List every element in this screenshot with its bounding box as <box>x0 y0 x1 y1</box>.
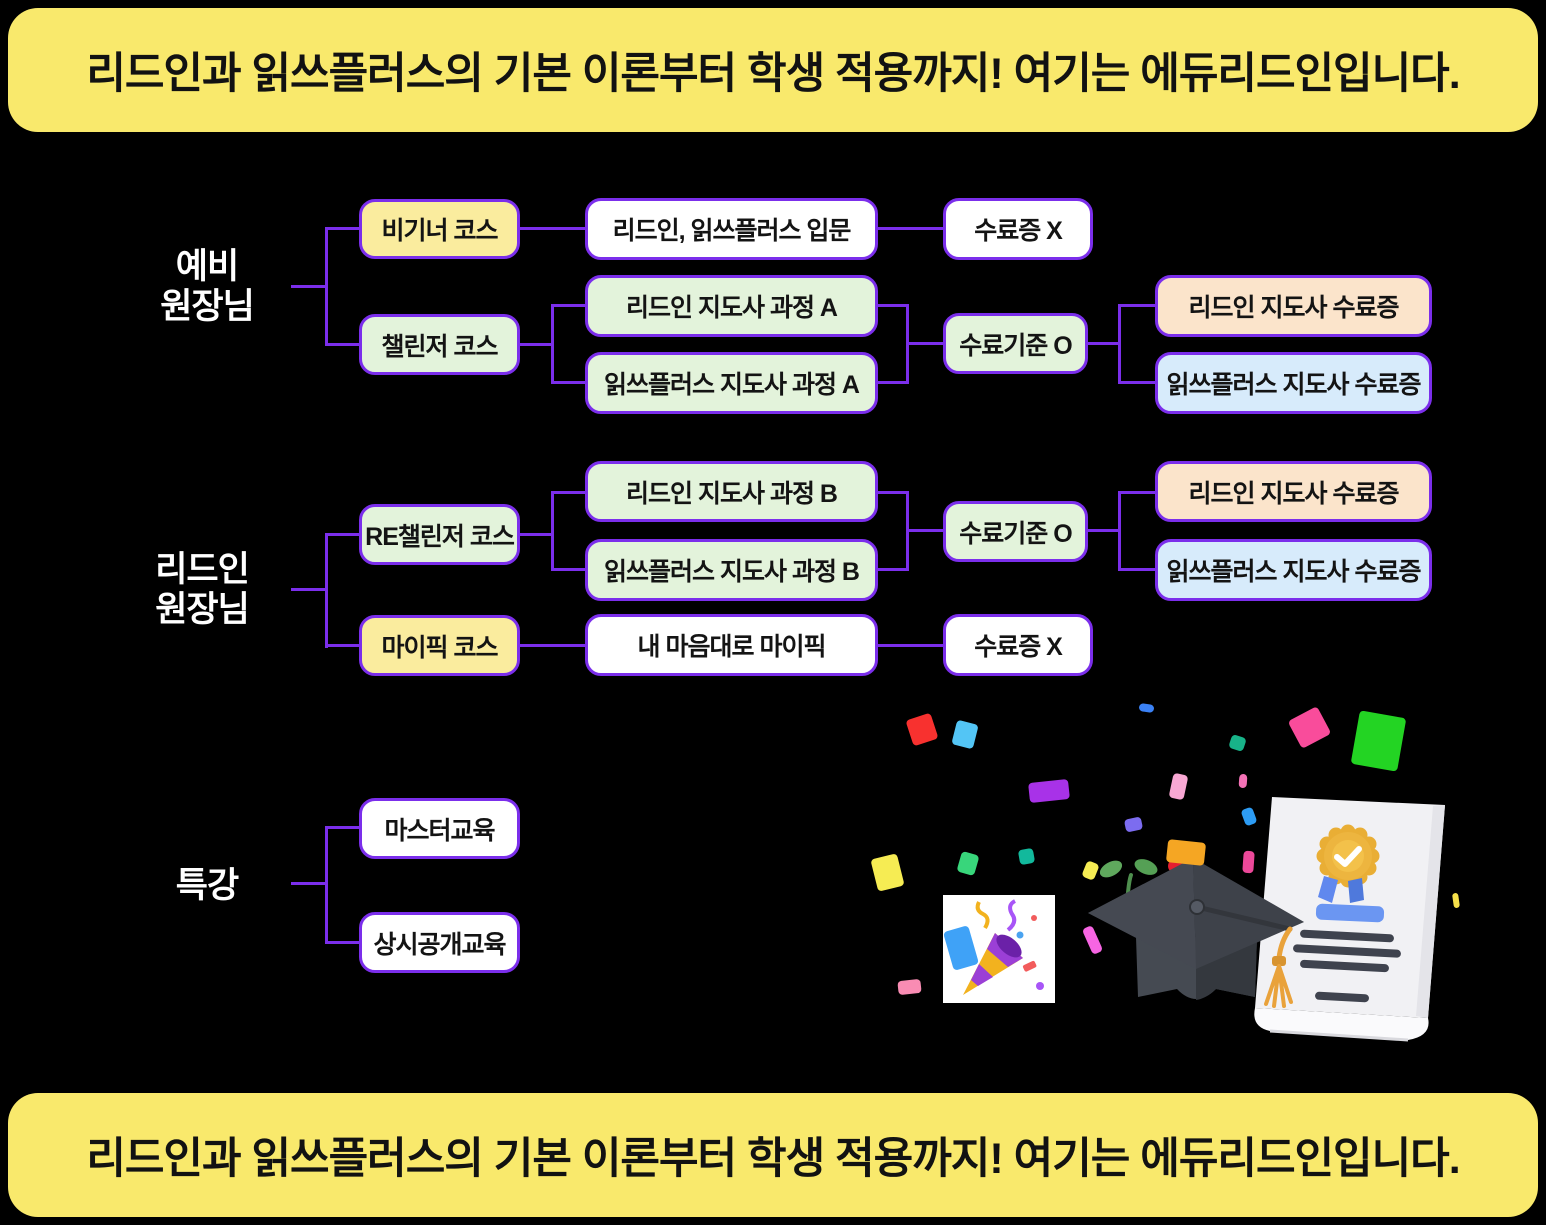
connector-line <box>906 342 943 345</box>
banner-top: 리드인과 읽쓰플러스의 기본 이론부터 학생 적용까지! 여기는 에듀리드인입니… <box>8 8 1538 132</box>
connector-line <box>551 491 585 494</box>
connector-line <box>551 304 554 384</box>
connector-line <box>1118 491 1121 571</box>
connector-line <box>291 285 326 288</box>
graduation-cap-icon <box>1088 858 1304 1008</box>
confetti-piece <box>1165 839 1207 866</box>
node-certificate-none-1: 수료증 X <box>943 198 1093 260</box>
connector-line <box>325 343 359 346</box>
connector-line <box>551 304 585 307</box>
confetti-piece <box>1242 850 1255 874</box>
connector-line <box>551 491 554 571</box>
banner-top-text: 리드인과 읽쓰플러스의 기본 이론부터 학생 적용까지! 여기는 에듀리드인입니… <box>86 50 1460 98</box>
connector-line <box>325 227 328 346</box>
sprout-icon <box>1099 859 1158 895</box>
node-rws-instructor-course-b: 읽쓰플러스 지도사 과정 B <box>585 539 878 601</box>
node-beginner-course: 비기너 코스 <box>359 199 520 259</box>
node-mypick-free: 내 마음대로 마이픽 <box>585 614 878 676</box>
node-open-education: 상시공개교육 <box>359 912 520 973</box>
connector-line <box>878 381 909 384</box>
connector-line <box>551 381 585 384</box>
connector-line <box>291 588 326 591</box>
node-leadin-instructor-cert-1: 리드인 지도사 수료증 <box>1155 275 1432 337</box>
connector-line <box>520 227 585 230</box>
connector-line <box>1118 304 1155 307</box>
node-mypick-course: 마이픽 코스 <box>359 615 520 676</box>
confetti-piece <box>1350 710 1407 772</box>
connector-line <box>520 533 553 536</box>
connector-line <box>325 644 359 647</box>
connector-line <box>906 529 943 532</box>
node-completion-criteria-1: 수료기준 O <box>943 313 1088 374</box>
connector-line <box>325 227 359 230</box>
connector-line <box>1118 491 1155 494</box>
confetti-piece <box>1017 847 1036 866</box>
connector-line <box>325 826 359 829</box>
node-rws-instructor-course-a: 읽쓰플러스 지도사 과정 A <box>585 352 878 414</box>
banner-bottom: 리드인과 읽쓰플러스의 기본 이론부터 학생 적용까지! 여기는 에듀리드인입니… <box>8 1093 1538 1217</box>
node-rws-instructor-cert-1: 읽쓰플러스 지도사 수료증 <box>1155 352 1432 414</box>
connector-line <box>878 227 943 230</box>
connector-line <box>291 882 326 885</box>
connector-line <box>1118 304 1121 384</box>
node-rws-instructor-cert-2: 읽쓰플러스 지도사 수료증 <box>1155 539 1432 601</box>
connector-line <box>325 941 359 944</box>
connector-line <box>1118 381 1155 384</box>
banner-bottom-text: 리드인과 읽쓰플러스의 기본 이론부터 학생 적용까지! 여기는 에듀리드인입니… <box>86 1135 1460 1183</box>
connector-line <box>1118 568 1155 571</box>
node-leadin-instructor-cert-2: 리드인 지도사 수료증 <box>1155 461 1432 522</box>
connector-line <box>878 304 909 307</box>
certificate-icon <box>1254 797 1445 1042</box>
node-certificate-none-2: 수료증 X <box>943 614 1093 676</box>
connector-line <box>520 644 585 647</box>
confetti-piece <box>897 978 922 996</box>
confetti-piece <box>1028 778 1070 804</box>
connector-line <box>551 568 585 571</box>
connector-line <box>878 491 909 494</box>
connector-line <box>325 533 328 648</box>
node-leadin-instructor-course-a: 리드인 지도사 과정 A <box>585 275 878 337</box>
connector-line <box>325 533 359 536</box>
node-master-education: 마스터교육 <box>359 798 520 859</box>
node-challenger-course: 챌린저 코스 <box>359 314 520 375</box>
connector-line <box>520 343 553 346</box>
party-popper-icon <box>943 895 1055 1003</box>
connector-line <box>325 826 328 944</box>
node-completion-criteria-2: 수료기준 O <box>943 501 1088 562</box>
connector-line <box>1088 342 1121 345</box>
connector-line <box>1088 529 1121 532</box>
node-intro: 리드인, 읽쓰플러스 입문 <box>585 198 878 260</box>
node-leadin-instructor-course-b: 리드인 지도사 과정 B <box>585 461 878 522</box>
confetti-piece <box>1238 773 1248 789</box>
connector-line <box>878 568 909 571</box>
connector-line <box>878 644 943 647</box>
label-special-lecture: 특강 <box>175 866 239 905</box>
node-rechallenger-course: RE챌린저 코스 <box>359 504 520 565</box>
